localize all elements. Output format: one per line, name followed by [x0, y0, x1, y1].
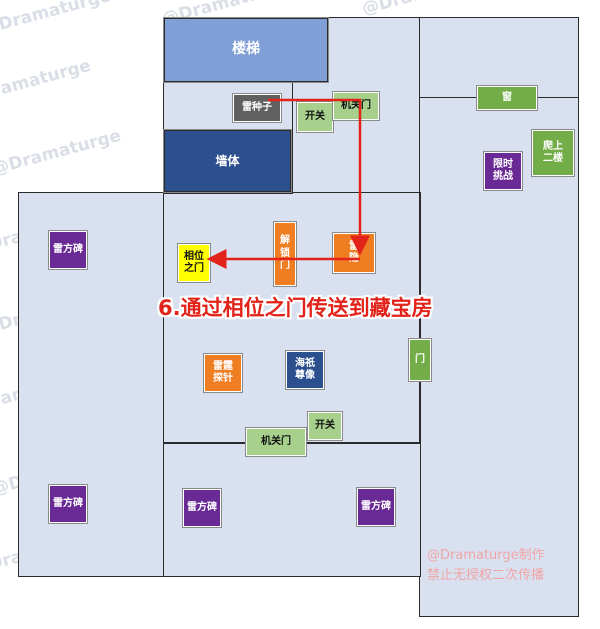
timed-challenge-marker: 限时 挑战: [484, 152, 522, 190]
mechanism-door-top-marker: 机关门: [333, 92, 379, 120]
unlock-door-marker: 解 锁 门: [274, 222, 296, 286]
phase-gate-marker[interactable]: 相位 之门: [178, 244, 210, 282]
thunder-probe-marker: 雷霆 探针: [204, 354, 242, 392]
watermark-text: @Dramaturge: [0, 125, 124, 180]
wall-block: 墙体: [164, 130, 291, 192]
thunder-hidden-marker: 雷 隐: [333, 233, 375, 273]
mechanism-door-bottom-marker: 机关门: [246, 428, 306, 456]
credit-line-2: 禁止无授权二次传播: [427, 568, 545, 583]
door-right-marker: 门: [409, 339, 431, 381]
switch-bottom-marker: 开关: [308, 412, 342, 440]
watermark-text: @Dramaturge: [0, 0, 114, 40]
climb-second-floor-marker: 爬上 二楼: [532, 130, 574, 176]
credit-line-1: @Dramaturge制作: [427, 548, 545, 563]
thunder-cube-top-left-marker: 雷方碑: [49, 231, 87, 269]
step-caption: 6.通过相位之门传送到藏宝房: [158, 296, 433, 320]
stairs-area: 楼梯: [164, 18, 328, 82]
window-marker: 窗: [477, 86, 537, 110]
seaweed-statue-marker: 海祇 尊像: [286, 351, 324, 389]
watermark-text: @Dramaturge: [0, 55, 94, 110]
thunder-cube-bottom-right-marker: 雷方碑: [357, 488, 395, 526]
thunder-cube-bottom-mid-marker: 雷方碑: [183, 489, 221, 527]
switch-top-marker: 开关: [297, 102, 333, 132]
thunder-seed-marker: 雷种子: [233, 94, 281, 122]
thunder-cube-bottom-left-marker: 雷方碑: [49, 485, 87, 523]
room-left-wing: [18, 192, 165, 577]
